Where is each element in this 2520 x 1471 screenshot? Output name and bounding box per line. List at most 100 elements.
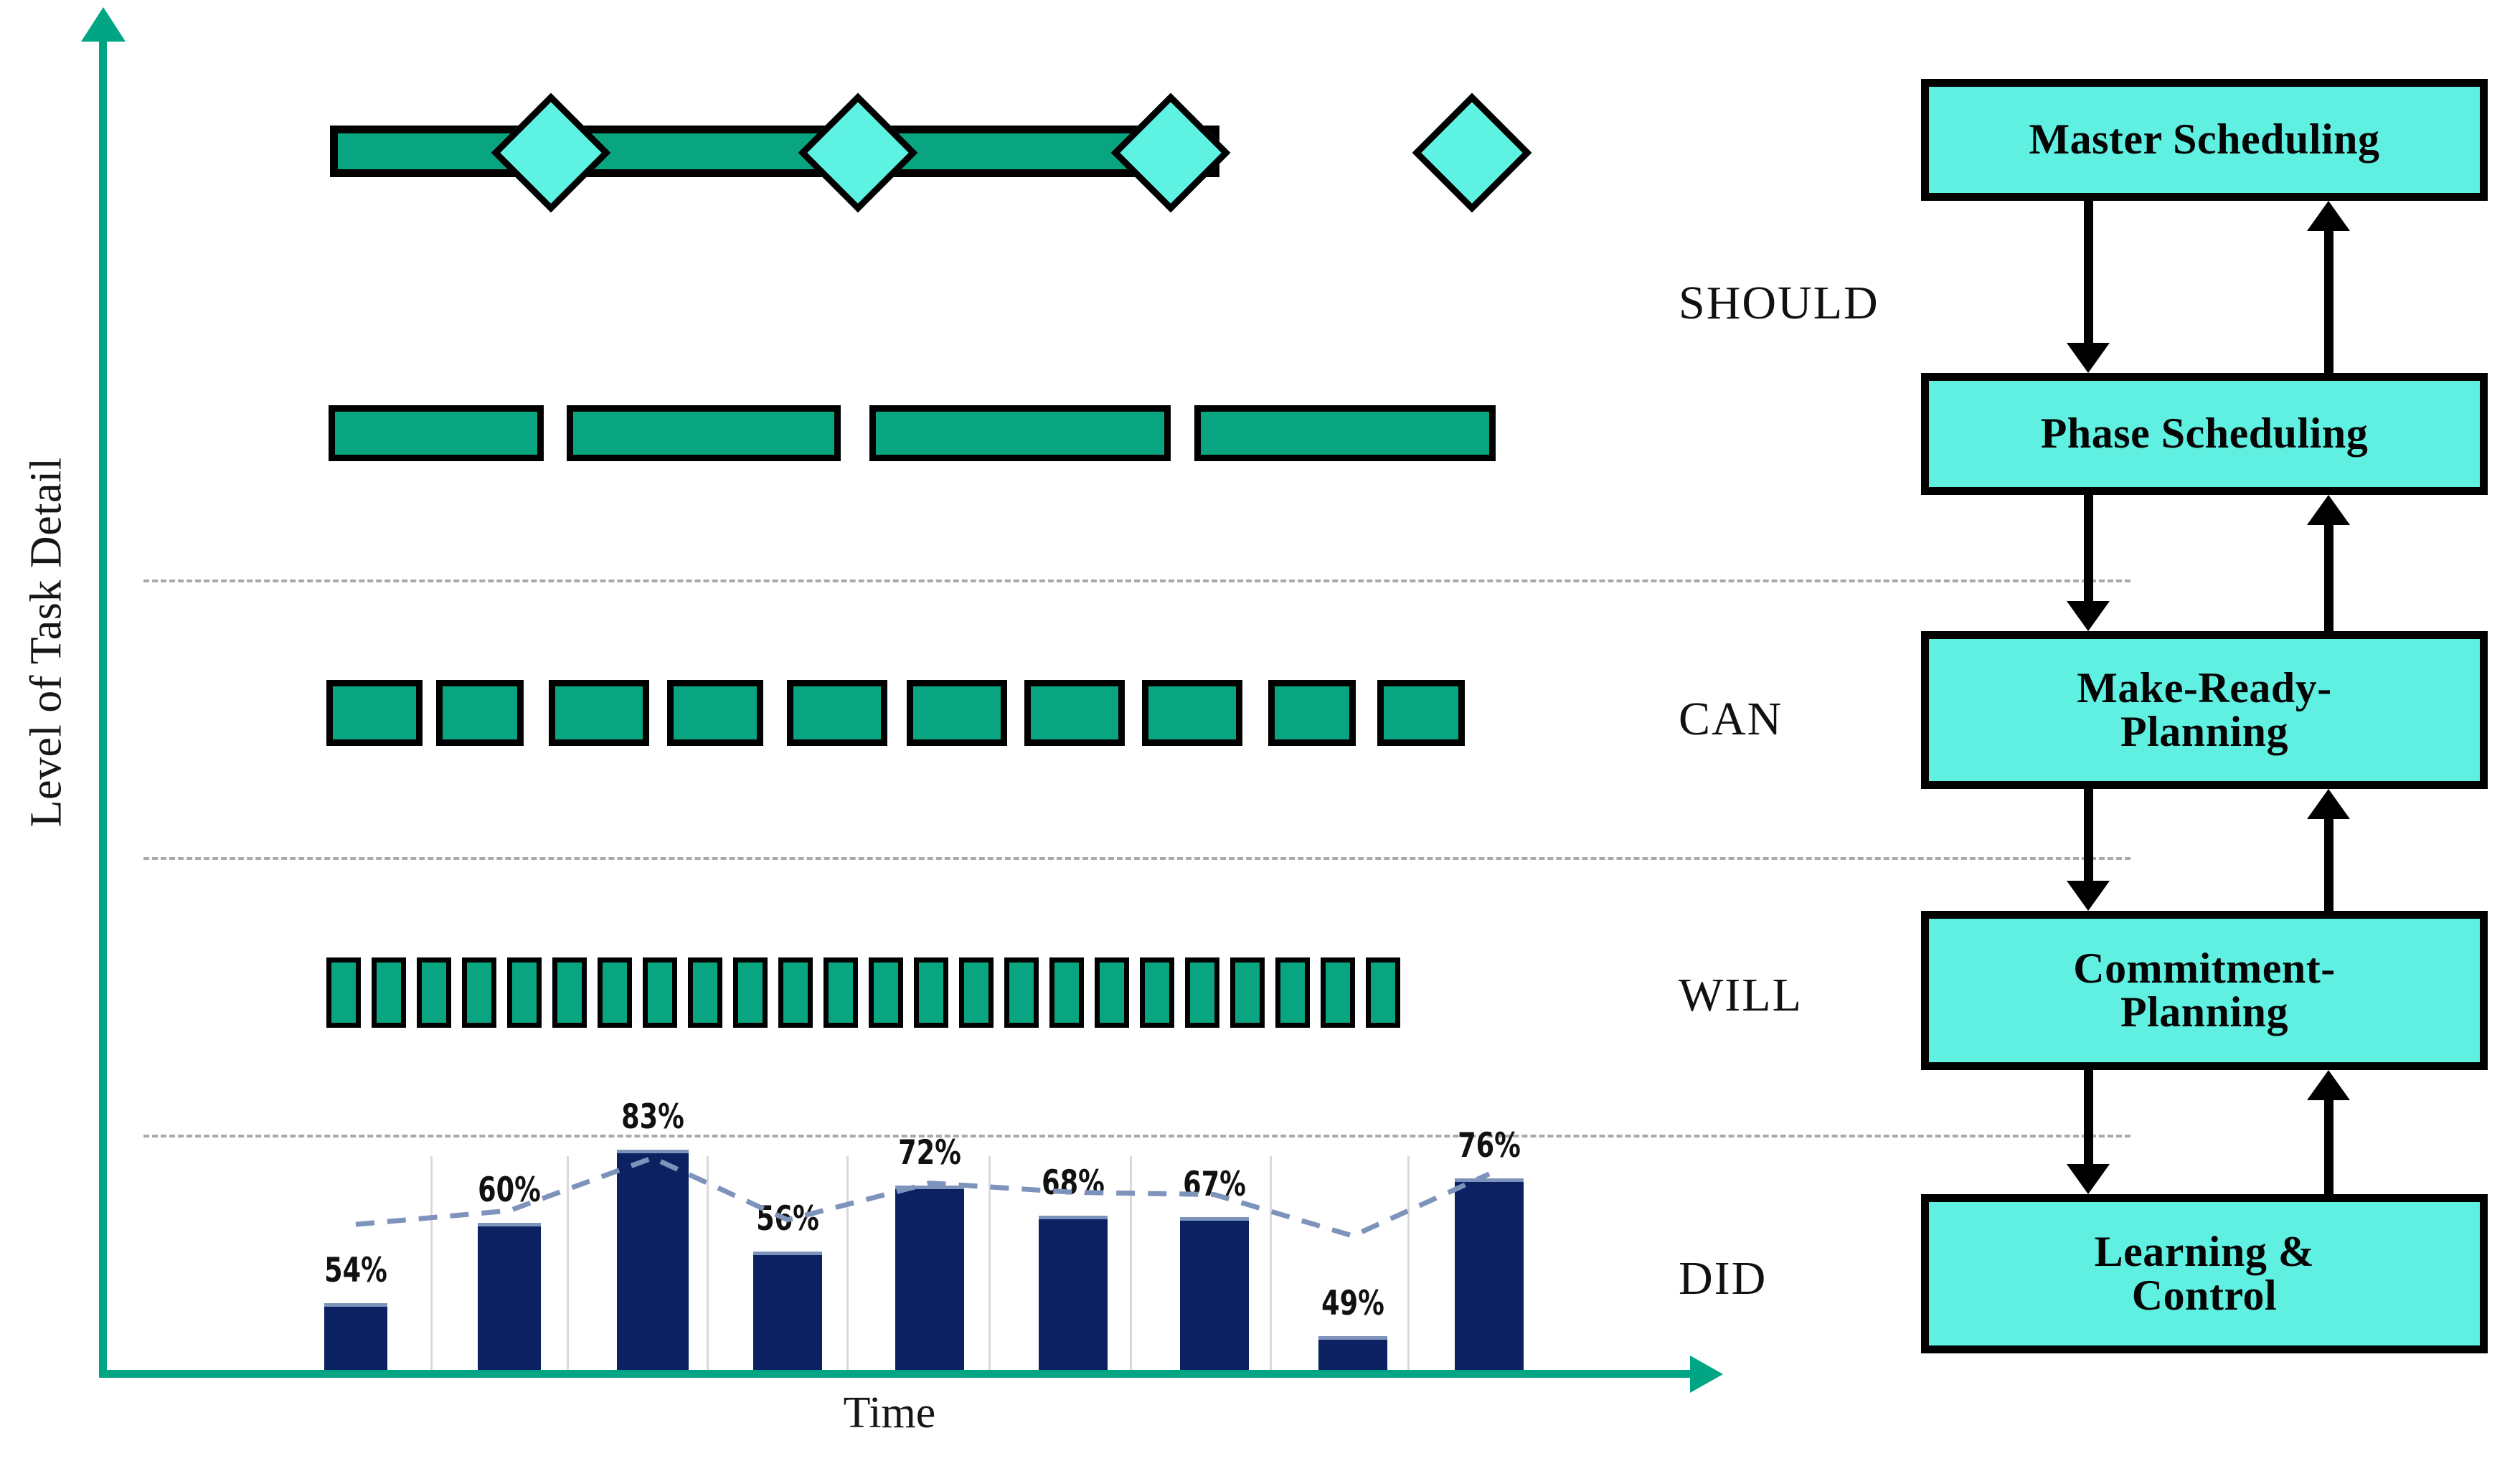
commitment-task-bar-5 [507, 957, 542, 1028]
phase-schedule-bar-1 [329, 405, 544, 461]
milestone-diamond-2 [798, 93, 918, 213]
chart-bar-cap-3 [617, 1150, 689, 1153]
flow-box-master-scheduling[interactable]: Master Scheduling [1921, 79, 2488, 201]
chart-bar-value-label-3: 83% [621, 1097, 684, 1137]
flow-arrow-up-head-2 [2307, 789, 2350, 819]
commitment-task-bar-8 [643, 957, 677, 1028]
make-ready-task-bar-10 [1377, 680, 1465, 746]
chart-bar-cap-5 [895, 1186, 964, 1189]
flow-arrow-up-line-2 [2324, 815, 2333, 911]
level-label-master-scheduling: SHOULD [1679, 277, 1879, 329]
chart-bar-1 [324, 1307, 387, 1370]
chart-bar-value-label-8: 49% [1321, 1284, 1384, 1323]
level-separator-2 [143, 1135, 2130, 1137]
chart-bar-value-label-6: 68% [1042, 1163, 1105, 1203]
level-label-learning-and-control: DID [1679, 1252, 1768, 1305]
chart-bar-3 [617, 1153, 689, 1370]
master-schedule-bar [330, 126, 1219, 177]
chart-gridline-4 [988, 1156, 991, 1370]
chart-bar-6 [1039, 1219, 1108, 1370]
flow-arrow-up-line-0 [2324, 227, 2333, 373]
commitment-task-bar-13 [869, 957, 903, 1028]
flow-arrow-down-head-1 [2067, 601, 2110, 631]
commitment-task-bar-16 [1004, 957, 1039, 1028]
chart-bar-4 [753, 1255, 822, 1370]
make-ready-task-bar-7 [1024, 680, 1125, 746]
chart-bar-5 [895, 1189, 964, 1370]
chart-bar-cap-1 [324, 1303, 387, 1307]
chart-bar-value-label-5: 72% [898, 1133, 961, 1173]
chart-gridline-0 [430, 1156, 433, 1370]
make-ready-task-bar-2 [436, 680, 524, 746]
commitment-task-bar-12 [824, 957, 858, 1028]
x-axis-line [99, 1370, 1697, 1378]
commitment-task-bar-14 [914, 957, 948, 1028]
chart-bar-8 [1318, 1340, 1387, 1370]
flow-arrow-down-line-3 [2084, 1070, 2093, 1168]
x-axis-arrowhead-icon [1690, 1356, 1723, 1393]
commitment-task-bar-6 [552, 957, 587, 1028]
level-label-make-ready-planning: CAN [1679, 693, 1783, 745]
level-separator-0 [143, 580, 2130, 582]
commitment-task-bar-9 [688, 957, 722, 1028]
flow-box-make-ready-planning[interactable]: Make-Ready-Planning [1921, 631, 2488, 789]
flow-box-phase-scheduling[interactable]: Phase Scheduling [1921, 373, 2488, 495]
flow-box-commitment-planning[interactable]: Commitment-Planning [1921, 911, 2488, 1070]
chart-bar-value-label-7: 67% [1183, 1165, 1246, 1204]
flow-box-label-commitment-planning: Commitment-Planning [2073, 944, 2336, 1036]
commitment-task-bar-1 [326, 957, 361, 1028]
commitment-task-bar-11 [778, 957, 813, 1028]
chart-bar-value-label-4: 56% [756, 1199, 819, 1239]
y-axis-arrowhead-icon [81, 7, 126, 42]
flow-arrow-up-head-1 [2307, 495, 2350, 525]
phase-schedule-bar-3 [869, 405, 1171, 461]
commitment-task-bar-15 [959, 957, 994, 1028]
commitment-task-bar-18 [1095, 957, 1129, 1028]
milestone-diamond-4 [1412, 93, 1532, 213]
flow-box-label-learning-and-control: Learning &Control [2094, 1227, 2315, 1319]
commitment-task-bar-4 [462, 957, 496, 1028]
chart-gridline-3 [846, 1156, 849, 1370]
level-separator-1 [143, 857, 2130, 860]
chart-bar-value-label-2: 60% [478, 1170, 541, 1210]
flow-arrow-down-line-2 [2084, 789, 2093, 885]
x-axis-label: Time [843, 1389, 936, 1437]
make-ready-task-bar-5 [787, 680, 887, 746]
chart-gridline-1 [567, 1156, 569, 1370]
flow-box-learning-and-control[interactable]: Learning &Control [1921, 1194, 2488, 1353]
chart-bar-cap-2 [478, 1223, 541, 1226]
chart-bar-value-label-1: 54% [324, 1251, 387, 1290]
flow-arrow-up-line-1 [2324, 521, 2333, 631]
commitment-task-bar-10 [733, 957, 768, 1028]
commitment-task-bar-22 [1275, 957, 1310, 1028]
commitment-task-bar-21 [1230, 957, 1265, 1028]
flow-arrow-down-head-3 [2067, 1164, 2110, 1194]
flow-arrow-down-line-0 [2084, 201, 2093, 347]
flow-box-label-master-scheduling: Master Scheduling [2029, 115, 2380, 164]
phase-schedule-bar-2 [567, 405, 841, 461]
chart-bar-cap-8 [1318, 1336, 1387, 1340]
flow-arrow-up-line-3 [2324, 1096, 2333, 1194]
milestone-diamond-3 [1110, 93, 1231, 213]
commitment-task-bar-17 [1049, 957, 1084, 1028]
commitment-task-bar-3 [417, 957, 451, 1028]
phase-schedule-bar-4 [1194, 405, 1496, 461]
flow-arrow-down-line-1 [2084, 495, 2093, 605]
make-ready-task-bar-4 [667, 680, 763, 746]
flow-box-label-phase-scheduling: Phase Scheduling [2040, 410, 2369, 458]
chart-bar-cap-9 [1455, 1178, 1524, 1182]
flow-arrow-down-head-2 [2067, 881, 2110, 911]
chart-gridline-5 [1130, 1156, 1132, 1370]
chart-bar-9 [1455, 1182, 1524, 1370]
commitment-task-bar-2 [372, 957, 406, 1028]
commitment-task-bar-23 [1321, 957, 1355, 1028]
commitment-task-bar-20 [1185, 957, 1219, 1028]
commitment-task-bar-7 [598, 957, 632, 1028]
flow-arrow-up-head-3 [2307, 1070, 2350, 1100]
flow-arrow-up-head-0 [2307, 201, 2350, 231]
y-axis-line [99, 34, 107, 1377]
milestone-diamond-1 [491, 93, 611, 213]
chart-bar-cap-7 [1180, 1217, 1249, 1221]
chart-bar-7 [1180, 1221, 1249, 1370]
